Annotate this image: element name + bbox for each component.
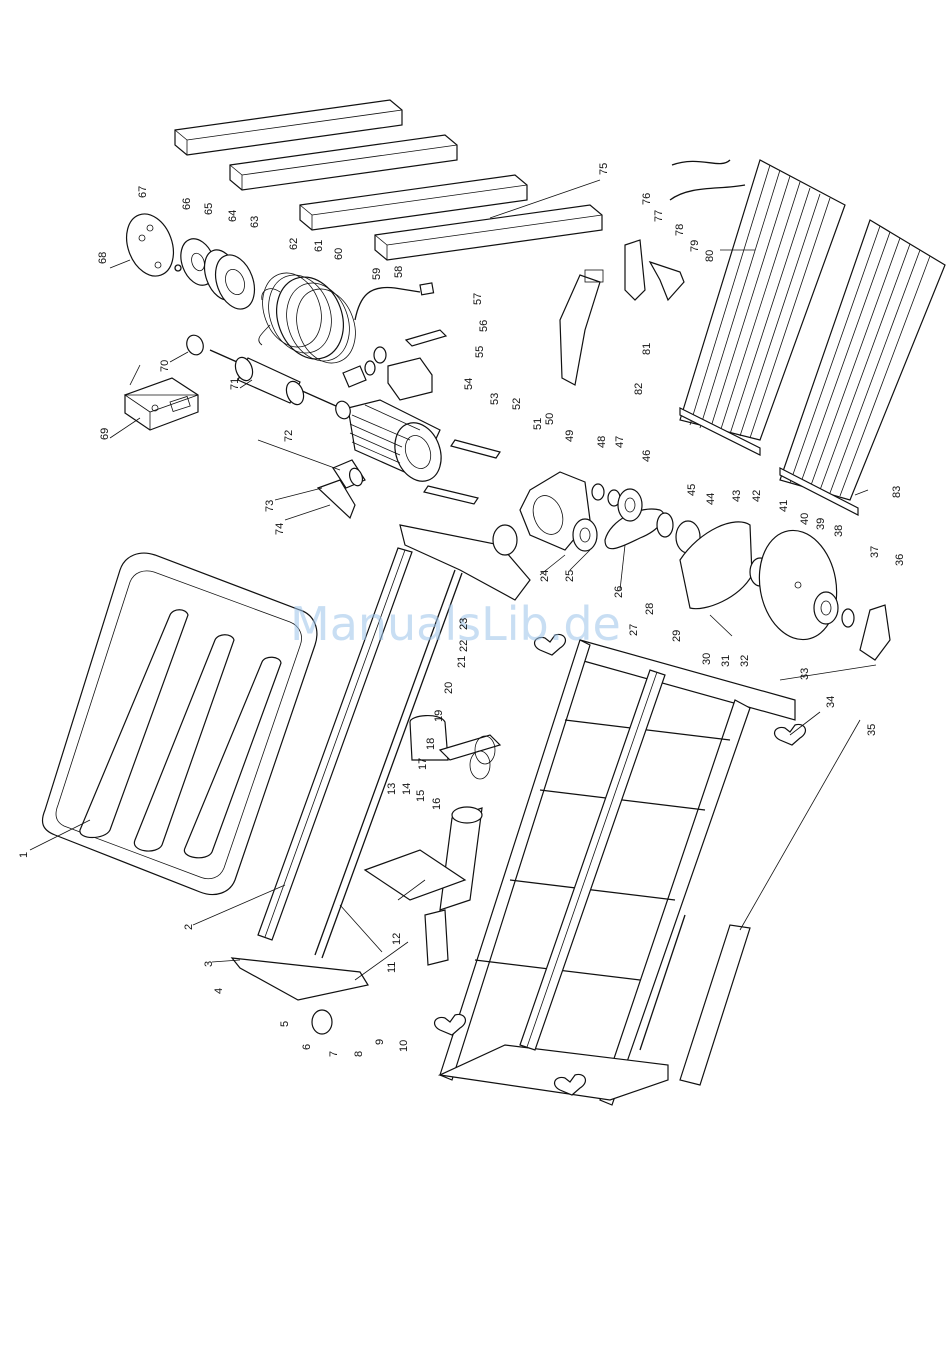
part-label: 43 [731,490,743,502]
part-label: 5 [279,1021,291,1027]
part-label: 40 [799,513,811,525]
part-label: 68 [97,252,109,264]
part-label: 56 [478,320,490,332]
part-label: 47 [614,436,626,448]
part-label: 2 [183,924,195,930]
part-label: 79 [689,240,701,252]
part-label: 59 [371,268,383,280]
part-label: 33 [799,668,811,680]
part-label: 30 [701,653,713,665]
part-label: 46 [641,450,653,462]
part-label: 78 [674,224,686,236]
part-label: 82 [633,383,645,395]
part-label: 66 [181,198,193,210]
part-label: 28 [644,603,656,615]
part-label: 49 [564,430,576,442]
part-label: 38 [833,525,845,537]
part-label: 81 [641,343,653,355]
part-label: 37 [869,546,881,558]
motor-housing [348,400,449,488]
part-label: 83 [891,486,903,498]
part-label: 19 [433,710,445,722]
part-label: 1 [18,852,30,858]
part-label: 69 [99,428,111,440]
part-label: 7 [328,1051,340,1057]
part-label: 15 [415,790,427,802]
part-label: 42 [751,490,763,502]
upper-arm [400,525,530,600]
motor-stator [253,265,366,372]
part-label: 18 [425,738,437,750]
part-label: 71 [229,378,241,390]
part-label: 29 [671,630,683,642]
part-label: 41 [778,500,790,512]
part-label: 32 [739,655,751,667]
capacitor [318,460,365,518]
drive-parts [573,484,700,553]
part-label: 54 [463,378,475,390]
part-label: 80 [704,250,716,262]
part-label: 17 [417,758,429,770]
part-label: 26 [613,586,625,598]
part-label: 44 [705,493,717,505]
part-label: 50 [544,413,556,425]
part-label: 64 [227,210,239,222]
part-label: 27 [628,624,640,636]
part-label: 39 [815,518,827,530]
main-frame [440,640,795,1105]
blade-assembly [680,522,890,660]
part-label: 21 [456,656,468,668]
part-label: 61 [313,240,325,252]
part-label: 75 [598,163,610,175]
part-label: 63 [249,216,261,228]
part-label: 11 [386,962,398,973]
part-label: 65 [203,203,215,215]
part-label: 60 [333,248,345,260]
part-label: 53 [489,393,501,405]
part-label: 4 [213,988,225,994]
part-label: 77 [653,210,665,222]
part-label: 14 [401,783,413,795]
part-label: 76 [641,193,653,205]
base-tray [42,553,316,894]
part-label: 62 [288,238,300,250]
part-label: 51 [532,418,544,430]
part-label: 35 [866,724,878,736]
watermark: ManualsLib.de [290,597,621,651]
part-label: 72 [283,430,295,442]
part-label: 73 [264,500,276,512]
part-label: 31 [720,655,732,667]
part-label: 57 [472,293,484,305]
part-label: 13 [386,783,398,795]
part-label: 48 [596,436,608,448]
part-label: 45 [686,484,698,496]
part-label: 23 [458,618,470,630]
part-label: 8 [353,1051,365,1057]
part-label: 34 [825,696,837,708]
part-label: 24 [539,570,551,582]
part-label: 20 [443,682,455,694]
part-label: 16 [431,798,443,810]
part-label: 6 [301,1044,313,1050]
part-label: 3 [203,961,215,967]
part-label: 25 [564,570,576,582]
roller-tables [625,160,945,515]
gear-head [520,270,603,550]
square-tubes [175,100,602,260]
part-label: 12 [391,933,403,945]
power-cord-and-switch [343,283,446,400]
part-label: 9 [374,1039,386,1045]
part-label: 74 [274,523,286,535]
part-label: 52 [511,398,523,410]
part-label: 70 [159,360,171,372]
part-label: 10 [398,1040,410,1052]
part-label: 67 [137,186,149,198]
support-column [365,716,500,965]
part-label: 55 [474,346,486,358]
part-label: 22 [458,640,470,652]
part-label: 58 [393,266,405,278]
motor-end-cap-assembly [118,207,261,314]
part-label: 36 [894,554,906,566]
